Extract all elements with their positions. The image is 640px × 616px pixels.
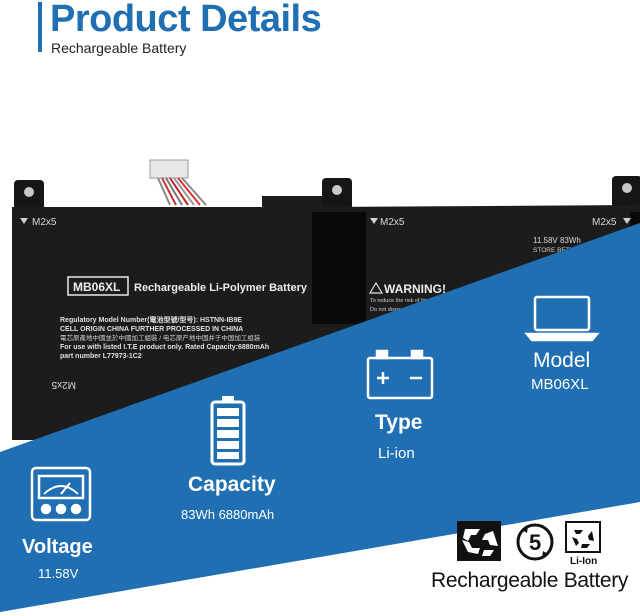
voltage-title: Voltage	[22, 536, 93, 558]
regulatory-line: Regulatory Model Number(電池型號/型号): HSTNN-…	[60, 315, 242, 324]
battery-type-label: Rechargeable Li-Polymer Battery	[134, 282, 308, 294]
model-title: Model	[533, 349, 590, 372]
model-badge-frame	[67, 276, 129, 296]
laptop-icon	[524, 295, 600, 342]
capacity-title: Capacity	[188, 473, 276, 496]
origin-line: CELL ORIGIN CHINA FURTHER PROCESSED IN C…	[60, 326, 243, 333]
warning-triangle-icon	[368, 281, 384, 294]
model-badge: MB06XL	[73, 280, 120, 294]
screw-label: M2x5	[51, 379, 76, 390]
capacity-value: 83Wh 6880mAh	[181, 507, 274, 522]
warning-title: WARNING!	[384, 282, 446, 296]
type-title: Type	[375, 411, 422, 434]
warning-line: Do not dispo	[370, 307, 401, 313]
part-number-line: part number L77973-1C2	[60, 353, 142, 360]
recycle-symbol-icon	[457, 521, 501, 561]
liion-label: Li-Ion	[570, 556, 597, 567]
voltage-capacity-print: 11.58V 83Wh	[533, 236, 581, 245]
screw-label: M2x5	[380, 217, 405, 228]
screw-label: M2x5	[592, 217, 617, 228]
recycle-number-icon: 5	[516, 523, 554, 561]
page-title: Product Details	[50, 0, 322, 40]
voltage-value: 11.58V	[38, 566, 79, 581]
liion-recycle-icon: Li-Ion	[565, 521, 601, 567]
recycle-number: 5	[529, 530, 541, 555]
type-value: Li-ion	[378, 445, 415, 462]
storage-print: STORE BETWE	[533, 247, 581, 254]
spec-panel-background	[0, 223, 640, 612]
battery-pad	[312, 212, 366, 324]
screw-label: M2x5	[32, 217, 57, 228]
header-accent-bar	[38, 2, 42, 52]
page-subtitle: Rechargeable Battery	[51, 40, 187, 56]
footer-text: Rechargeable Battery	[431, 569, 629, 592]
battery-connector-icon	[149, 159, 207, 206]
model-value: MB06XL	[531, 376, 589, 393]
listed-line: For use with listed I.T.E product only. …	[60, 344, 269, 351]
battery-terminal-icon	[366, 349, 434, 400]
voltmeter-icon	[30, 466, 92, 522]
chinese-line: 電芯原產地中國並於中國加工組裝 / 电芯原产地中国并于中国加工组装	[60, 333, 261, 342]
capacity-battery-icon	[210, 396, 246, 466]
warning-line: To reduce the risk of fire	[370, 298, 429, 304]
